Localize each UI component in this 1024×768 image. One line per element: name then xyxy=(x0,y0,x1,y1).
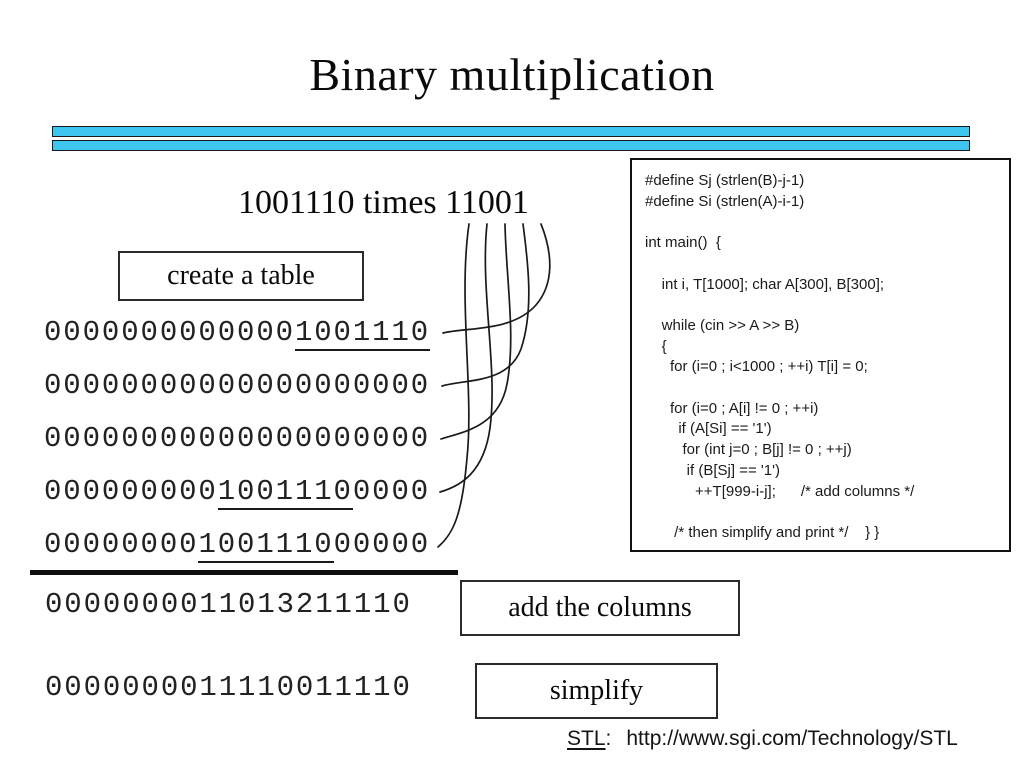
stl-label: STL xyxy=(567,727,606,750)
add-columns-label-box: add the columns xyxy=(460,580,740,636)
row-lead-zeros: 00000000000000000000 xyxy=(44,369,431,402)
simplify-label: simplify xyxy=(549,675,644,706)
multiplier-line-bit1 xyxy=(441,223,530,387)
column-sum-row: 0000000011013211110 xyxy=(45,588,412,621)
simplify-label-box: simplify xyxy=(475,663,718,719)
multiplier-line-bit4 xyxy=(437,223,470,548)
row-lead-zeros: 0000000000000 xyxy=(44,316,295,349)
divider-bar-top xyxy=(52,126,970,137)
sum-divider-line xyxy=(30,570,458,575)
multiplier-line-bit0 xyxy=(442,223,551,334)
row-lead-zeros: 00000000 xyxy=(44,528,199,561)
stl-footer: STL: http://www.sgi.com/Technology/STL xyxy=(567,727,958,751)
divider-bar-bottom xyxy=(52,140,970,151)
row-trail-zeros: 00000 xyxy=(333,528,431,561)
row-multiplicand-underlined: 1001110 xyxy=(198,528,334,563)
partial-product-row-1: 00000000000001001110 xyxy=(44,316,431,351)
row-multiplicand-underlined: 1001110 xyxy=(217,475,353,510)
partial-product-row-4: 00000000010011100000 xyxy=(44,475,431,510)
code-listing: #define Sj (strlen(B)-j-1) #define Si (s… xyxy=(645,172,915,541)
row-lead-zeros: 00000000000000000000 xyxy=(44,422,431,455)
row-multiplicand-underlined: 1001110 xyxy=(294,316,431,351)
code-panel: #define Sj (strlen(B)-j-1) #define Si (s… xyxy=(630,158,1011,552)
problem-heading: 1001110 times 11001 xyxy=(238,184,529,221)
partial-product-row-5: 00000000100111000000 xyxy=(44,528,431,563)
stl-separator: : xyxy=(605,727,612,750)
slide-title: Binary multiplication xyxy=(309,49,715,100)
create-table-label: create a table xyxy=(167,260,315,291)
stl-url: http://www.sgi.com/Technology/STL xyxy=(626,727,958,750)
partial-product-row-3: 00000000000000000000 xyxy=(44,423,430,455)
multiplier-line-bit3 xyxy=(439,223,493,493)
simplified-result-row: 0000000011110011110 xyxy=(45,671,412,704)
partial-product-row-2: 00000000000000000000 xyxy=(44,370,430,402)
row-trail-zeros: 0000 xyxy=(352,475,431,508)
create-table-label-box: create a table xyxy=(118,251,364,301)
row-lead-zeros: 000000000 xyxy=(44,475,218,508)
multiplier-line-bit2 xyxy=(440,223,512,440)
add-columns-label: add the columns xyxy=(508,592,692,623)
